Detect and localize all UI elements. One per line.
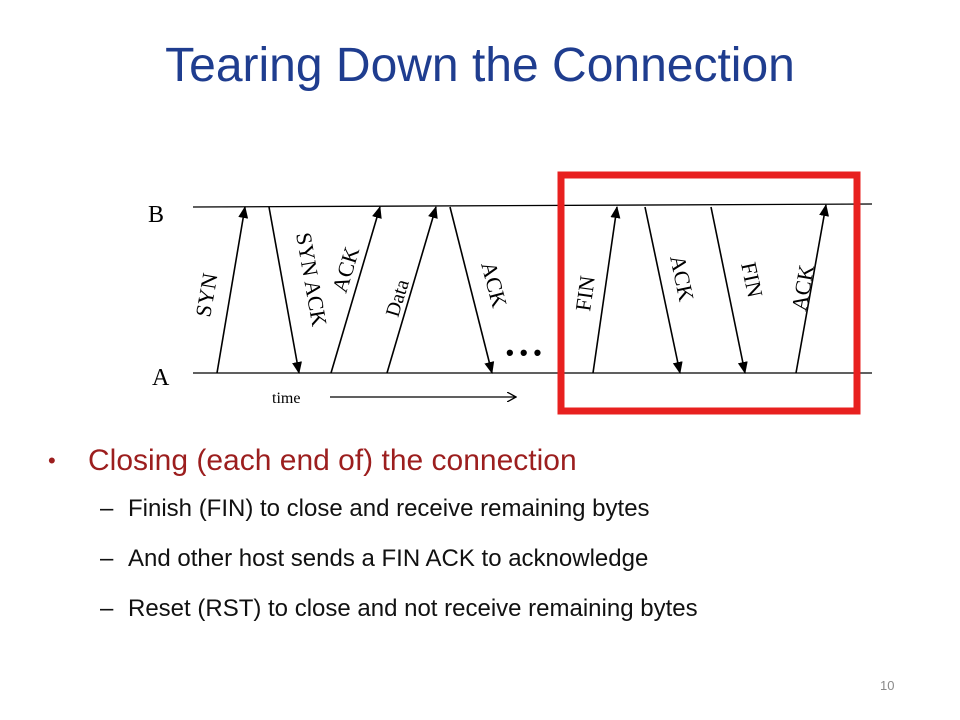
syn-ack-label: SYN ACK — [291, 231, 332, 329]
syn-ack-arrow — [268, 206, 302, 374]
host-b-timeline — [192, 203, 873, 208]
fin-arrow-2 — [710, 206, 748, 374]
bullet-list: • Closing (each end of) the connection –… — [48, 438, 948, 634]
sub-bullet-dash: – — [100, 595, 114, 622]
host-a-label: A — [152, 365, 170, 391]
sub-bullet-text: And other host sends a FIN ACK to acknow… — [128, 545, 649, 572]
ack-label-2: ACK — [476, 259, 512, 310]
ack-arrow-2 — [449, 206, 495, 374]
fin-arrow-1 — [592, 206, 621, 374]
syn-label: SYN — [190, 271, 222, 319]
ack-label-4: ACK — [786, 263, 819, 313]
sub-bullet-dash: – — [100, 545, 114, 572]
sub-bullet: – Reset (RST) to close and not receive r… — [48, 584, 948, 634]
slide-title: Tearing Down the Connection — [165, 39, 795, 92]
fin-label-1: FIN — [570, 274, 600, 313]
page-number: 10 — [880, 678, 895, 693]
syn-arrow — [216, 206, 249, 374]
ack-arrow-3 — [644, 206, 683, 374]
sub-bullet-text: Finish (FIN) to close and receive remain… — [128, 495, 650, 522]
sub-bullet-text: Reset (RST) to close and not receive rem… — [128, 595, 698, 622]
fin-label-2: FIN — [736, 260, 768, 300]
time-label: time — [272, 390, 300, 407]
data-label: Data — [382, 277, 414, 320]
ack-label-3: ACK — [665, 253, 699, 304]
ack-label-1: ACK — [327, 244, 365, 296]
ack-arrow-4 — [795, 204, 829, 374]
host-b-label: B — [148, 202, 164, 228]
data-arrow — [386, 206, 438, 374]
main-bullet: • Closing (each end of) the connection — [48, 438, 948, 484]
ack-arrow-1 — [330, 206, 382, 374]
main-bullet-text: Closing (each end of) the connection — [88, 444, 577, 477]
sub-bullet-dash: – — [100, 495, 114, 522]
highlight-box — [557, 171, 861, 415]
sub-bullet: – Finish (FIN) to close and receive rema… — [48, 484, 948, 534]
ellipsis: • • • — [506, 340, 541, 365]
bullet-dot: • — [48, 448, 56, 473]
sub-bullet: – And other host sends a FIN ACK to ackn… — [48, 534, 948, 584]
message-arrows — [216, 204, 829, 374]
